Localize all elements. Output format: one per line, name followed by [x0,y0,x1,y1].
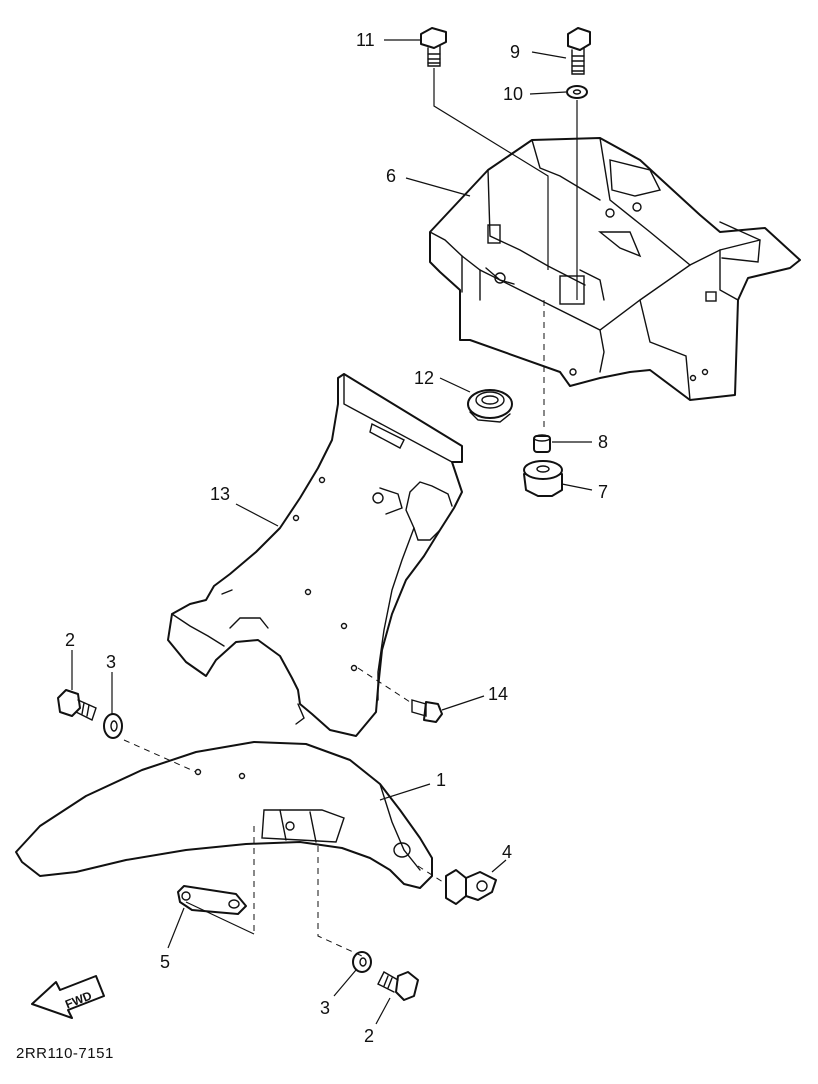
part-grommet-12 [467,389,513,423]
part-bolt-11 [420,27,549,270]
callout-5: 5 [160,952,170,972]
callout-9: 9 [510,42,520,62]
callout-14: 14 [488,684,508,704]
part-screw-14 [357,667,443,723]
part-collar-8 [533,434,551,453]
diagram-code: 2RR110-7151 [16,1045,114,1062]
callout-3-lower: 3 [320,998,330,1018]
callout-labels: 1 2 2 3 3 4 5 6 7 8 9 10 11 12 13 14 [65,30,608,1046]
part-washer-3-lower [317,846,372,973]
callout-6: 6 [386,166,396,186]
part-inner-panel [167,373,463,737]
callout-2-lower: 2 [364,1026,374,1046]
callout-7: 7 [598,482,608,502]
part-battery-box [429,137,801,401]
callout-8: 8 [598,432,608,452]
callout-leaders [71,39,593,1025]
callout-12: 12 [414,368,434,388]
part-bolt-9 [567,27,591,75]
callout-10: 10 [503,84,523,104]
part-washer-3-upper [103,713,123,739]
part-bracket-5 [177,826,255,936]
part-damper-7 [523,460,563,497]
callout-13: 13 [210,484,230,504]
part-washer-10 [543,85,588,430]
part-front-fender [15,739,433,889]
forward-direction-arrow: FWD [31,975,105,1019]
callout-4: 4 [502,842,512,862]
callout-2-upper: 2 [65,630,75,650]
callout-3-upper: 3 [106,652,116,672]
part-clip-4 [417,865,497,905]
callout-1: 1 [436,770,446,790]
callout-11: 11 [356,30,375,50]
part-bolt-2-upper [57,689,97,721]
part-bolt-2-lower [377,971,419,1001]
